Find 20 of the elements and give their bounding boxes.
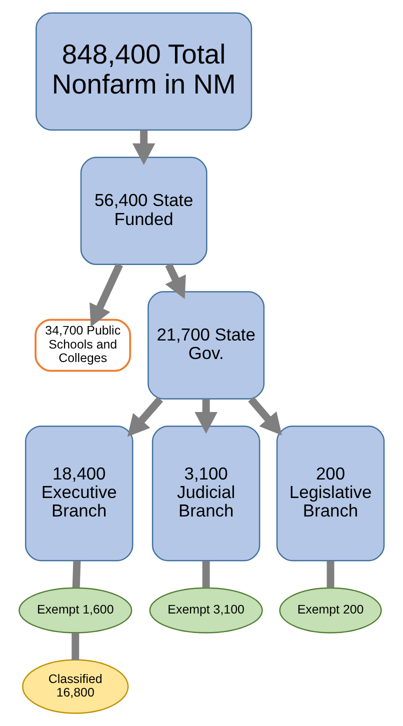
node-box: 200 Legislative Branch bbox=[276, 426, 385, 562]
arrow bbox=[165, 263, 186, 299]
arrow bbox=[90, 263, 123, 327]
arrow bbox=[132, 130, 156, 166]
connector bbox=[72, 560, 81, 588]
node-box: 18,400 Executive Branch bbox=[24, 426, 134, 562]
node-ellipse: Exempt 3,100 bbox=[149, 587, 263, 634]
node-box: 3,100 Judicial Branch bbox=[152, 426, 260, 562]
node-box: 21,700 State Gov. bbox=[148, 291, 265, 400]
connector bbox=[202, 560, 210, 588]
node-ellipse: Classified 16,800 bbox=[22, 659, 129, 714]
node-ellipse: Exempt 200 bbox=[279, 587, 382, 634]
arrow bbox=[194, 399, 218, 434]
arrow bbox=[248, 396, 282, 436]
node-box: 56,400 State Funded bbox=[80, 156, 208, 266]
node-ellipse: Exempt 1,600 bbox=[18, 587, 132, 634]
node-box: 34,700 Public Schools and Colleges bbox=[34, 318, 132, 372]
connector bbox=[326, 560, 334, 588]
arrow bbox=[127, 396, 164, 437]
node-box: 848,400 Total Nonfarm in NM bbox=[36, 12, 252, 131]
